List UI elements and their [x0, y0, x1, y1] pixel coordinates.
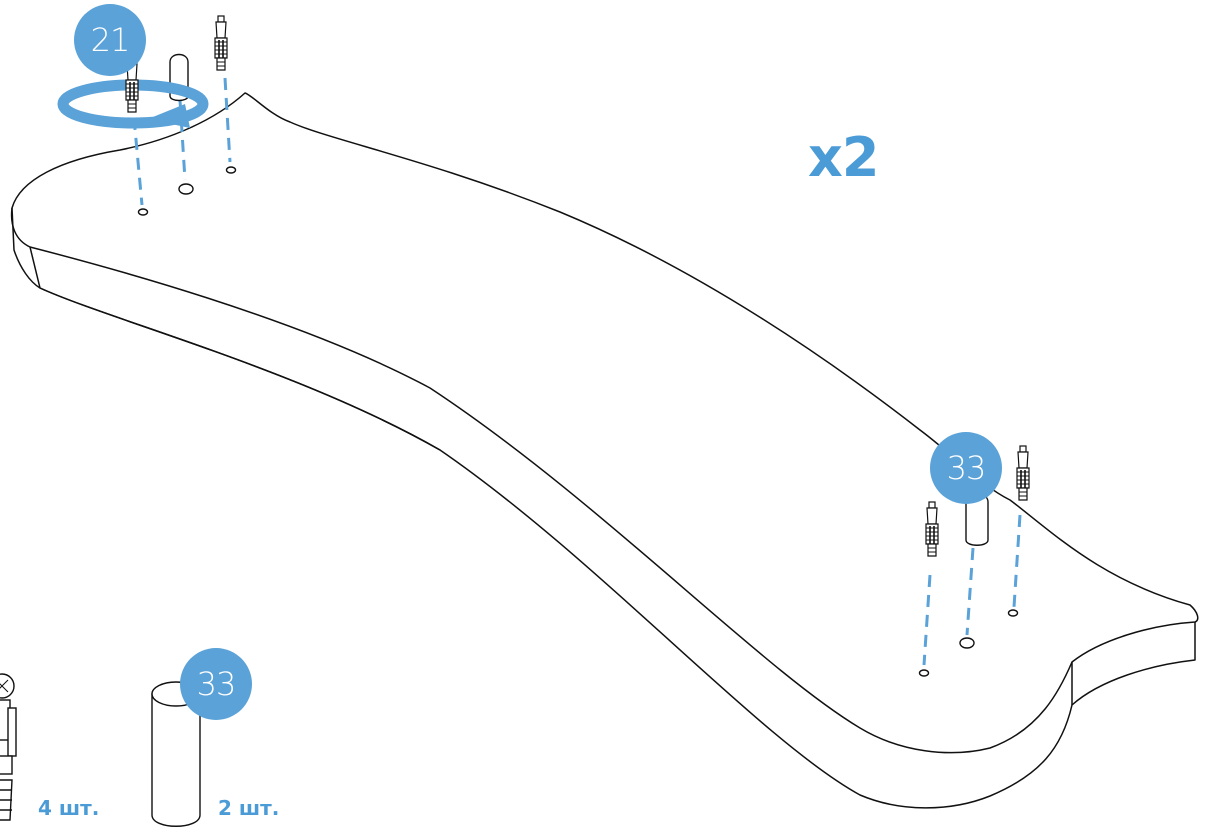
callout-badge-21: 21 — [74, 4, 146, 76]
drill-hole — [178, 183, 194, 195]
callout-badge-33-right: 33 — [930, 432, 1002, 504]
drill-hole — [225, 166, 237, 174]
drill-hole — [1007, 609, 1019, 617]
desk-panel — [10, 92, 1199, 809]
guide-line — [1012, 514, 1022, 608]
drill-hole — [959, 637, 975, 649]
legend-confirmat-screw-icon — [0, 673, 17, 821]
guide-line — [965, 547, 975, 636]
panel-bottom-inner — [39, 287, 441, 451]
guide-line — [178, 99, 187, 181]
legend-dowel-qty: 2 шт. — [218, 796, 280, 820]
panel-top-outline — [10, 92, 1199, 754]
drill-hole — [137, 208, 149, 216]
guide-line — [922, 574, 932, 666]
drill-holes — [137, 166, 1019, 677]
guide-line — [223, 77, 232, 163]
quantity-multiplier: x2 — [808, 126, 879, 189]
drill-hole — [918, 669, 930, 677]
panel-edge-left — [29, 246, 41, 289]
confirmat-screw-icon — [925, 501, 939, 557]
callout-badge-33-legend: 33 — [180, 648, 252, 720]
legend-confirmat-qty: 4 шт. — [38, 796, 100, 820]
guide-lines — [132, 77, 1022, 666]
confirmat-screw-icon — [1016, 445, 1030, 501]
confirmat-screw-icon — [214, 15, 228, 71]
guide-line — [132, 117, 144, 206]
